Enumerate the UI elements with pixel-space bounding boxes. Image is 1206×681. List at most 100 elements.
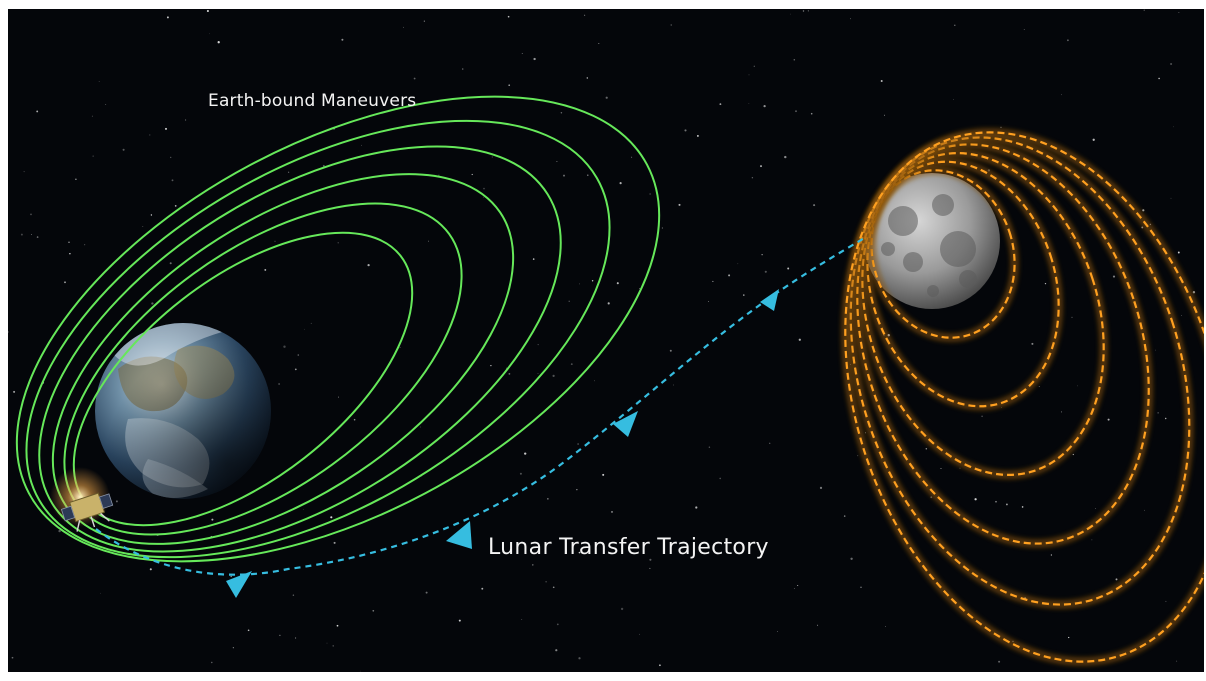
star (793, 59, 796, 61)
star (341, 38, 344, 41)
star (297, 354, 300, 356)
star (1044, 282, 1047, 285)
star (860, 586, 862, 588)
star (11, 656, 14, 659)
star (295, 637, 297, 639)
star (556, 161, 558, 162)
star (287, 171, 290, 173)
star (166, 16, 169, 19)
star (84, 244, 86, 246)
star (326, 642, 328, 644)
star (36, 236, 39, 238)
star (813, 204, 816, 207)
lunar-orbit-1 (866, 165, 1020, 343)
star (438, 174, 440, 176)
star (577, 443, 579, 445)
star (171, 179, 174, 182)
star (23, 171, 25, 173)
star (232, 647, 234, 649)
lunar-orbit-4 (852, 139, 1154, 549)
star (283, 345, 286, 348)
star (940, 468, 942, 469)
star (69, 252, 71, 255)
star (99, 592, 101, 594)
star (1157, 412, 1159, 414)
star (777, 631, 778, 632)
star (810, 112, 813, 115)
star (115, 500, 118, 503)
star (8, 331, 9, 333)
star (30, 233, 32, 235)
lunar-transfer-trajectory (95, 236, 867, 598)
star (483, 196, 484, 198)
star (211, 518, 214, 521)
star (264, 268, 267, 271)
star (1092, 138, 1095, 141)
star (1071, 316, 1073, 319)
star (817, 624, 819, 626)
star (751, 177, 754, 179)
star (1091, 539, 1093, 541)
star (150, 214, 153, 216)
earth-orbits (15, 95, 661, 563)
star (570, 363, 573, 366)
star (353, 418, 356, 421)
star (802, 10, 805, 12)
star (292, 594, 295, 596)
star (230, 575, 232, 578)
star (359, 670, 361, 672)
star (568, 300, 570, 302)
star (169, 262, 172, 265)
star (1143, 9, 1145, 11)
star (719, 103, 722, 106)
star (764, 270, 767, 273)
star (458, 619, 461, 622)
star (1170, 62, 1173, 66)
star (793, 588, 795, 589)
star (594, 380, 595, 382)
star (670, 24, 672, 26)
star (925, 448, 928, 450)
star (524, 452, 527, 455)
star (98, 81, 100, 83)
star (639, 288, 641, 289)
star (174, 205, 177, 207)
star (579, 283, 581, 285)
star (247, 629, 250, 632)
star (209, 33, 211, 35)
star (471, 173, 473, 176)
star (760, 165, 762, 168)
lunar-orbit-2 (862, 157, 1064, 411)
star (761, 254, 763, 256)
star (611, 511, 613, 513)
star (481, 587, 484, 590)
star (819, 486, 823, 490)
star (399, 347, 401, 348)
star (884, 114, 885, 116)
star (598, 42, 600, 45)
star (545, 581, 547, 583)
spacecraft-icon (50, 467, 114, 532)
star (508, 373, 511, 375)
star (333, 541, 336, 544)
star (1165, 600, 1167, 602)
star (1031, 342, 1034, 345)
star (807, 10, 809, 12)
star (1178, 12, 1180, 13)
star (584, 14, 586, 16)
star (425, 591, 428, 594)
star (1192, 291, 1196, 294)
star (1021, 506, 1024, 508)
star (974, 498, 977, 501)
star (1155, 349, 1156, 351)
star (533, 57, 536, 61)
star (556, 623, 559, 626)
star (1061, 94, 1062, 96)
star (149, 568, 152, 571)
star (337, 242, 339, 244)
star (149, 134, 151, 136)
lunar-transfer-trajectory-label: Lunar Transfer Trajectory (488, 535, 769, 560)
star (864, 432, 867, 434)
transfer-path (95, 236, 867, 576)
star (211, 661, 213, 664)
